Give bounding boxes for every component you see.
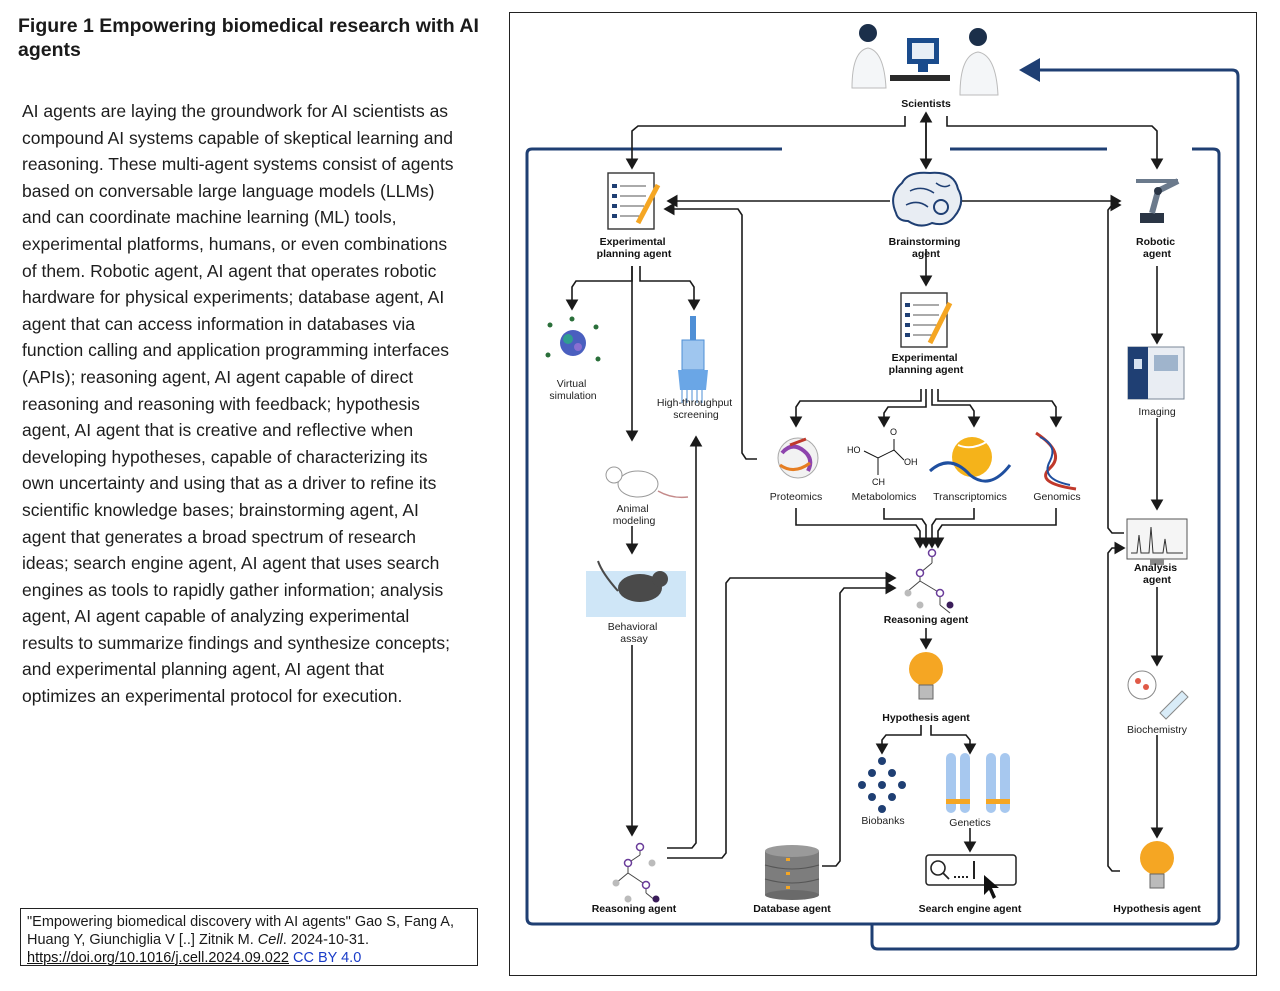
people-group-icon xyxy=(858,757,906,813)
pipette-icon xyxy=(678,316,708,403)
imaging-machine-icon xyxy=(1127,346,1185,400)
feedback-loop xyxy=(525,58,1240,951)
reasoning-center-label: Reasoning agent xyxy=(884,614,969,626)
scientists-icon xyxy=(851,24,999,96)
hypothesis-center-label: Hypothesis agent xyxy=(882,712,970,724)
svg-text:CH: CH xyxy=(872,477,885,487)
biochemistry-icon xyxy=(1127,670,1189,720)
genetics-label: Genetics xyxy=(949,817,990,829)
genomics-label: Genomics xyxy=(1033,491,1080,503)
clipboard-icon xyxy=(900,292,953,348)
behavioral-assay-label: Behavioral assay xyxy=(608,621,661,645)
citation-box: "Empowering biomedical discovery with AI… xyxy=(20,908,478,966)
reasoning-left-label: Reasoning agent xyxy=(592,903,677,915)
svg-text:HO: HO xyxy=(847,445,861,455)
molecule-icon: HO O OH CH xyxy=(847,427,918,487)
search-engine-icon xyxy=(925,854,1017,899)
biobanks-label: Biobanks xyxy=(861,815,904,827)
analysis-screen-icon xyxy=(1126,518,1188,565)
virtual-simulation-icon xyxy=(545,316,601,362)
svg-text:O: O xyxy=(890,427,897,437)
imaging-label: Imaging xyxy=(1138,406,1176,418)
biochemistry-label: Biochemistry xyxy=(1127,724,1188,736)
metabolomics-label: Metabolomics xyxy=(852,491,917,503)
transcriptomics-icon xyxy=(928,437,1012,483)
analysis-label: Analysis agent xyxy=(1134,562,1180,586)
citation-journal: Cell xyxy=(257,932,283,948)
rat-icon xyxy=(605,466,689,499)
database-label: Database agent xyxy=(753,903,831,915)
chromosome-icon xyxy=(946,753,1010,813)
figure-title: Figure 1 Empowering biomedical research … xyxy=(18,15,479,61)
hypothesis-right-label: Hypothesis agent xyxy=(1113,903,1201,915)
dna-helix-icon xyxy=(1035,431,1077,491)
search-engine-label: Search engine agent xyxy=(919,903,1022,915)
diagram-frame: Scientists Experimental planning agent B… xyxy=(509,12,1257,976)
htp-label: High-throughput screening xyxy=(657,397,735,421)
protein-icon xyxy=(777,437,819,479)
doi-link[interactable]: https://doi.org/10.1016/j.cell.2024.09.0… xyxy=(27,950,289,966)
figure-description: AI agents are laying the groundwork for … xyxy=(22,101,454,707)
connectors xyxy=(565,111,1164,872)
robot-arm-icon xyxy=(1136,178,1180,223)
mouse-in-water-icon xyxy=(586,560,686,617)
scientists-label: Scientists xyxy=(901,98,951,110)
exp-planning-center-label: Experimental planning agent xyxy=(889,352,964,376)
clipboard-icon xyxy=(607,172,661,230)
exp-planning-left-label: Experimental planning agent xyxy=(597,236,672,260)
brain-icon xyxy=(892,171,963,227)
license-link[interactable]: CC BY 4.0 xyxy=(293,950,362,966)
ai-agents-diagram: Scientists Experimental planning agent B… xyxy=(525,24,1240,951)
transcriptomics-label: Transcriptomics xyxy=(933,491,1007,503)
brainstorming-label: Brainstorming agent xyxy=(889,236,964,260)
svg-text:OH: OH xyxy=(904,457,918,467)
robotic-label: Robotic agent xyxy=(1136,236,1178,260)
proteomics-label: Proteomics xyxy=(770,491,823,503)
virtual-simulation-label: Virtual simulation xyxy=(549,378,596,402)
citation-date: . 2024-10-31. xyxy=(282,932,370,948)
animal-modeling-label: Animal modeling xyxy=(613,503,656,527)
lightbulb-icon xyxy=(1140,841,1174,889)
reasoning-tree-icon xyxy=(904,548,954,614)
reasoning-tree-icon xyxy=(612,842,660,903)
lightbulb-icon xyxy=(909,652,943,700)
database-icon xyxy=(764,845,820,900)
citation-text: "Empowering biomedical discovery with AI… xyxy=(27,914,454,948)
